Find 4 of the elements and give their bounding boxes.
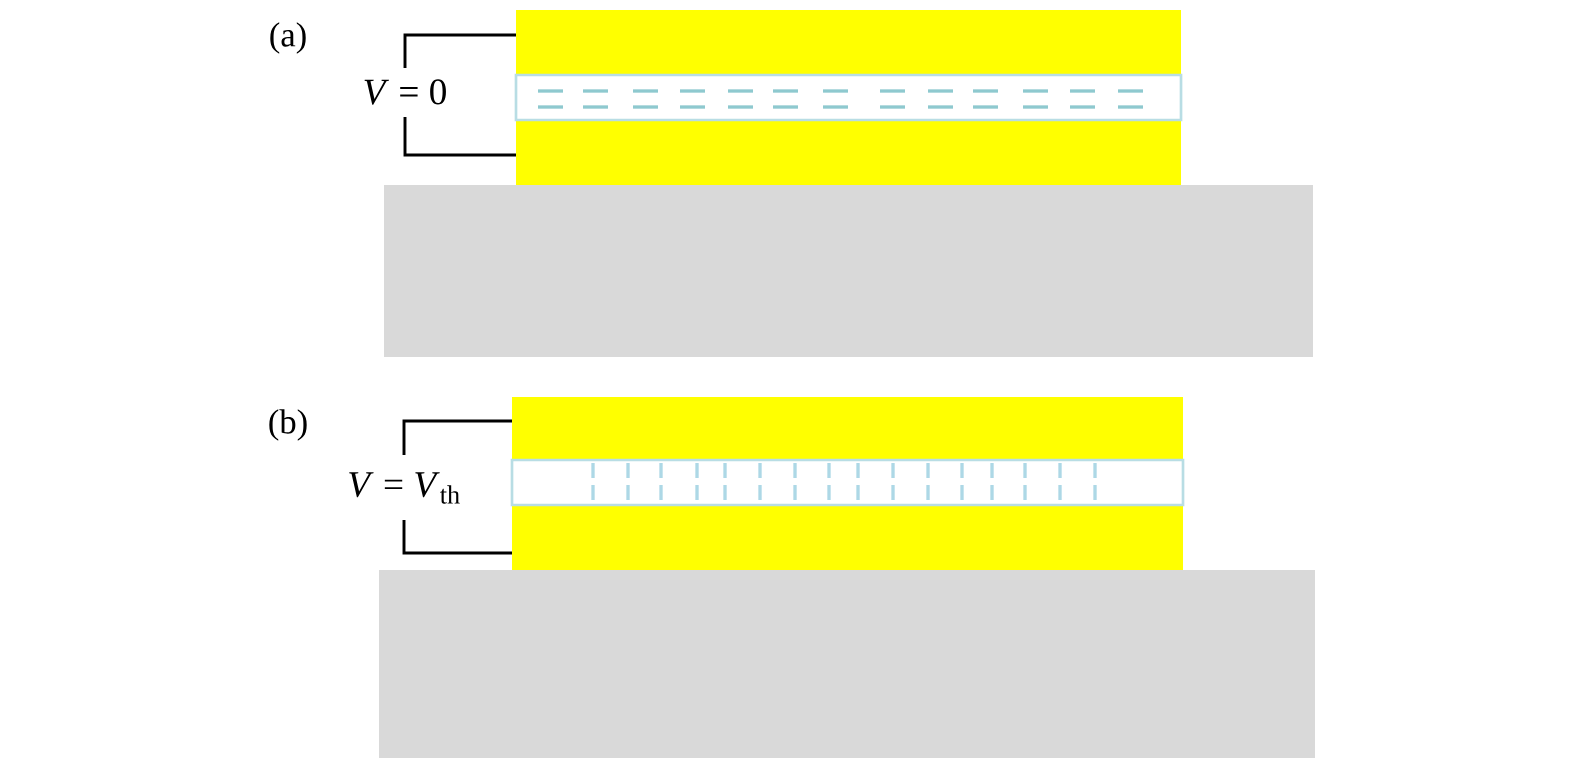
voltage-label: V = V$_{th}$	[349, 472, 460, 504]
panel-label: (a)	[270, 22, 306, 54]
voltage-label: V = 0	[364, 79, 446, 105]
panel-label: (b)	[269, 409, 307, 441]
